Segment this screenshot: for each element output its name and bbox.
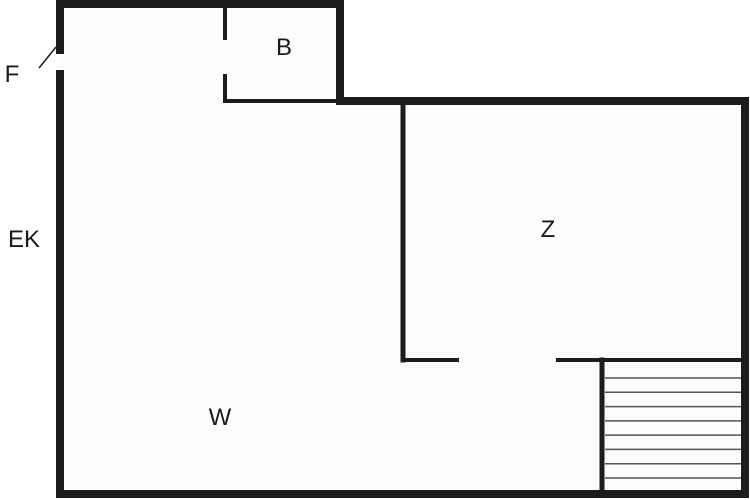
stairs [605, 377, 741, 479]
room-z-label: Z [540, 216, 556, 243]
entrance-label: F [4, 61, 20, 88]
entrance-door-icon [38, 46, 57, 69]
outer-wall-top-and-right [56, 0, 749, 498]
bathroom-label: B [275, 34, 293, 61]
room-w-label: W [208, 404, 232, 431]
outside-label: EK [7, 226, 41, 253]
